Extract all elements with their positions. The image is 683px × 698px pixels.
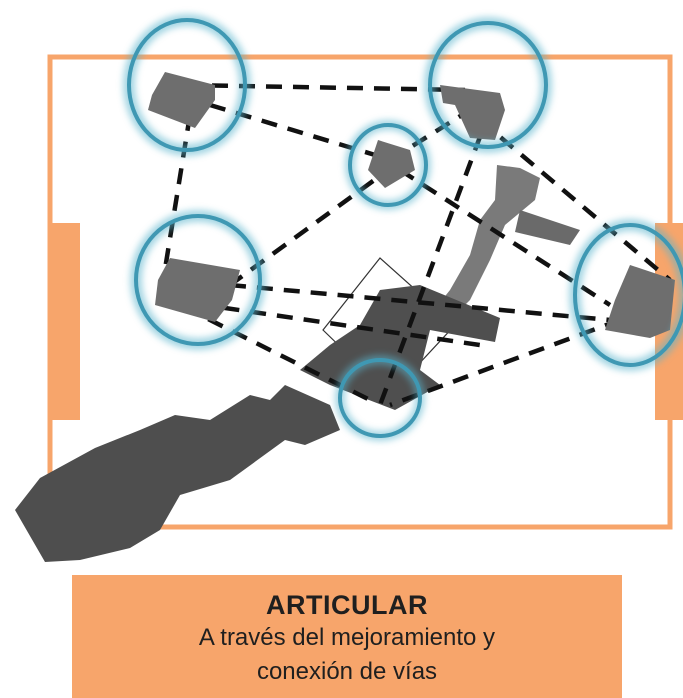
building-top-left bbox=[148, 72, 215, 128]
building-right bbox=[605, 265, 675, 338]
caption-title: ARTICULAR bbox=[266, 590, 428, 620]
diagonal-building-strip bbox=[430, 165, 540, 315]
node-right bbox=[569, 219, 683, 371]
node-top-right bbox=[424, 17, 552, 153]
node-circles bbox=[123, 14, 683, 441]
caption-line-2: conexión de vías bbox=[256, 658, 438, 685]
caption-box: ARTICULAR A través del mejoramiento y co… bbox=[72, 575, 622, 698]
node-bottom-center bbox=[335, 355, 425, 441]
node-center bbox=[345, 120, 431, 210]
node-mid-left bbox=[130, 210, 266, 350]
building-top-right bbox=[440, 85, 505, 140]
building-mid-left bbox=[155, 258, 240, 322]
node-top-left bbox=[123, 14, 251, 156]
articulation-diagram bbox=[15, 14, 683, 562]
building-center bbox=[368, 140, 415, 188]
caption-line-1: A través del mejoramiento y bbox=[198, 624, 496, 651]
large-dark-building bbox=[15, 385, 340, 562]
diagonal-building-branch bbox=[515, 210, 580, 245]
left-edge-bar bbox=[50, 223, 80, 420]
